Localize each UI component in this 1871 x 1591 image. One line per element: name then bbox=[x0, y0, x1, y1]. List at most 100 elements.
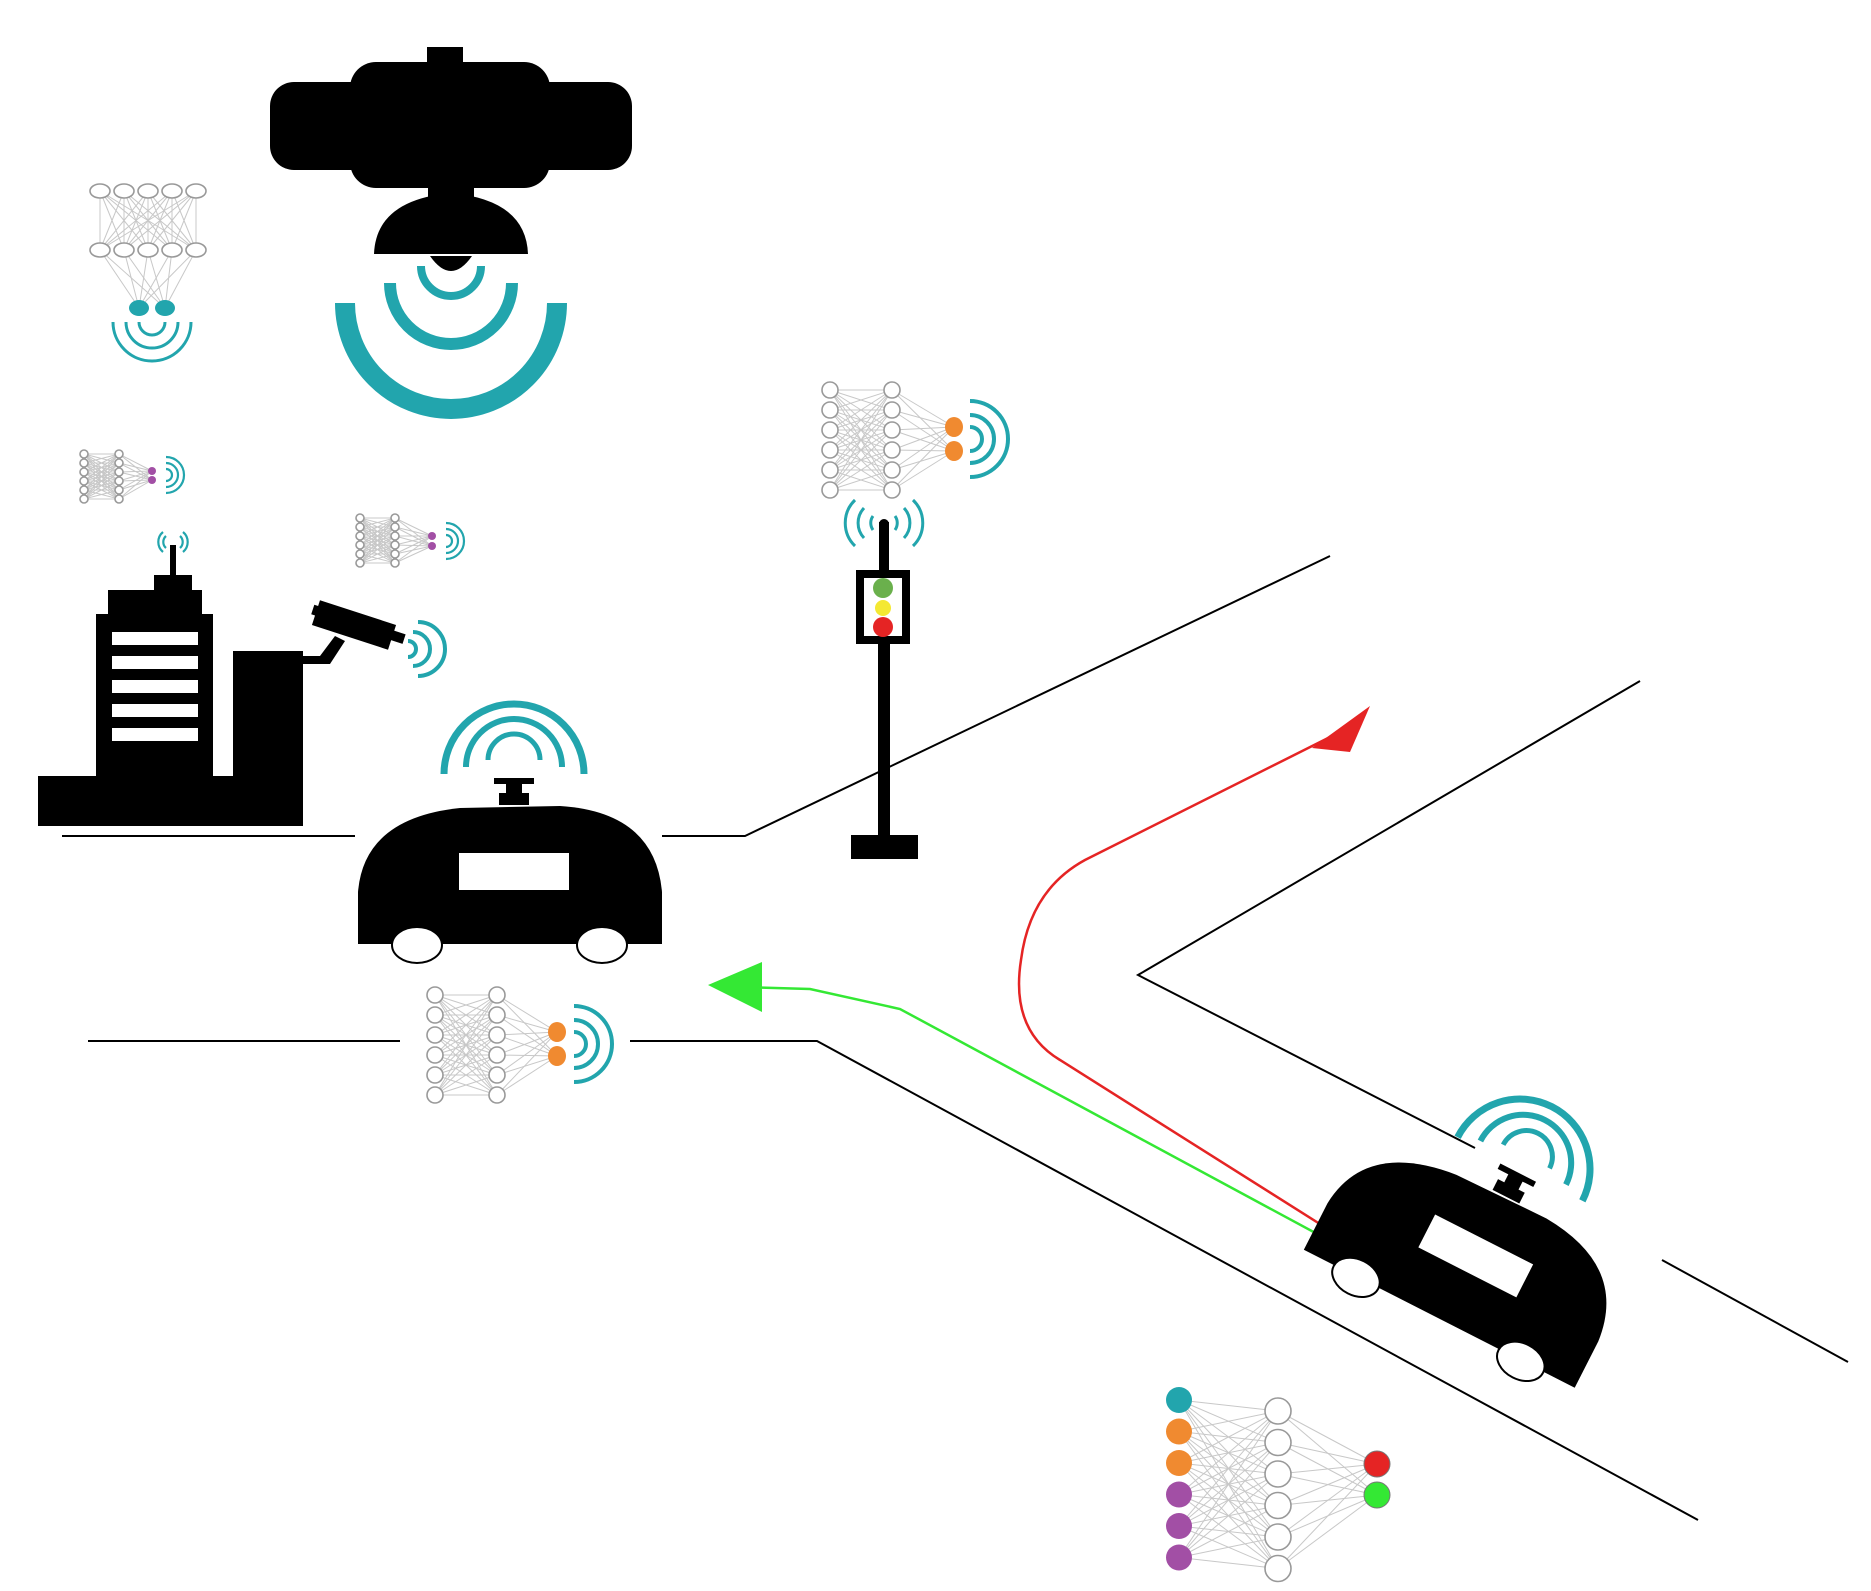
nn-node bbox=[821, 441, 839, 459]
nn-edge bbox=[1178, 1410, 1279, 1558]
nn-edge bbox=[359, 544, 396, 564]
nn-edge bbox=[138, 249, 197, 309]
wave-arc bbox=[137, 321, 167, 337]
nn-node bbox=[883, 401, 901, 419]
wave-arc bbox=[445, 533, 454, 549]
nn-edge bbox=[394, 545, 433, 564]
vehicle-decision-neural-network-icon bbox=[1166, 1387, 1391, 1583]
nn-node bbox=[821, 381, 839, 399]
road bbox=[62, 555, 1849, 1521]
nn-edge bbox=[83, 462, 120, 500]
nn-node bbox=[426, 1026, 444, 1044]
nn-edge bbox=[434, 994, 498, 1036]
nn-hidden-node bbox=[1264, 1460, 1292, 1488]
routes bbox=[708, 706, 1370, 1252]
nn-edge bbox=[1178, 1410, 1279, 1432]
nn-edge bbox=[394, 517, 433, 537]
nn-output-node bbox=[148, 476, 156, 484]
nn-edge bbox=[829, 389, 893, 451]
nn-edge bbox=[118, 453, 153, 472]
nn-edge bbox=[99, 190, 125, 251]
nn-edge bbox=[1178, 1399, 1279, 1412]
wave-arc bbox=[573, 1030, 588, 1058]
wave-arc bbox=[165, 461, 180, 489]
nn-input-node bbox=[1166, 1544, 1192, 1571]
nn-edge bbox=[359, 517, 396, 564]
nn-node bbox=[79, 458, 89, 468]
nn-edge bbox=[118, 462, 153, 472]
nn-output-node bbox=[1363, 1481, 1391, 1509]
nn-node bbox=[390, 522, 400, 532]
nn-edge bbox=[147, 190, 197, 251]
nn-edge bbox=[83, 453, 120, 500]
nn-edge bbox=[1178, 1442, 1279, 1558]
nn-edge bbox=[164, 249, 173, 309]
nn-edge bbox=[1178, 1536, 1279, 1558]
vehicle-left-neural-network-icon bbox=[426, 986, 566, 1104]
nn-edge bbox=[496, 994, 558, 1057]
nn-node bbox=[355, 549, 365, 559]
nn-edge bbox=[83, 453, 120, 482]
building-antenna-signal-icon bbox=[157, 531, 189, 553]
nn-node bbox=[355, 522, 365, 532]
nn-edge bbox=[1277, 1463, 1378, 1506]
nn-node bbox=[114, 449, 124, 459]
nn-hidden-node bbox=[1264, 1523, 1292, 1551]
nn-edge bbox=[1178, 1505, 1279, 1558]
nn-edge bbox=[496, 1055, 558, 1096]
nn-edge bbox=[1178, 1410, 1279, 1464]
wave-arc bbox=[445, 527, 460, 555]
traffic-light-yellow bbox=[875, 600, 891, 616]
nn-edge bbox=[359, 535, 396, 564]
nn-edge bbox=[359, 517, 396, 555]
nn-hidden-node bbox=[1264, 1491, 1292, 1520]
nn-edge bbox=[123, 249, 166, 309]
nn-node bbox=[426, 1046, 444, 1064]
nn-node bbox=[883, 441, 901, 459]
green-route-arrowhead bbox=[708, 962, 762, 1012]
nn-edge bbox=[891, 426, 955, 471]
nn-node bbox=[488, 1046, 506, 1064]
nn-node bbox=[883, 381, 901, 399]
nn-edge bbox=[99, 249, 166, 309]
nn-edge bbox=[891, 450, 955, 491]
nn-edge bbox=[829, 389, 893, 411]
nn-edge bbox=[99, 190, 197, 251]
nn-edge bbox=[123, 190, 197, 251]
nn-output-node bbox=[148, 467, 156, 475]
nn-edge bbox=[394, 526, 433, 537]
nn-edge bbox=[829, 389, 893, 431]
nn-edge bbox=[83, 489, 120, 500]
nn-output-node bbox=[548, 1022, 566, 1042]
nn-node bbox=[113, 242, 135, 258]
nn-edge bbox=[171, 190, 197, 251]
nn-edge bbox=[1277, 1463, 1378, 1538]
nn-edge bbox=[496, 1054, 558, 1057]
nn-edge bbox=[99, 190, 149, 251]
nn-edge bbox=[496, 1014, 558, 1033]
nn-edge bbox=[829, 389, 893, 491]
nn-output-node bbox=[155, 300, 175, 316]
nn-node bbox=[883, 481, 901, 499]
nn-edge bbox=[891, 389, 955, 452]
nn-edge bbox=[1277, 1463, 1378, 1569]
nn-edge bbox=[1178, 1557, 1279, 1569]
road-edge-corner bbox=[1135, 680, 1641, 1149]
nn-node bbox=[161, 242, 183, 258]
nn-node bbox=[89, 242, 111, 258]
nn-edge bbox=[434, 994, 498, 1096]
nn-edge bbox=[359, 526, 396, 564]
wave-arc bbox=[573, 1004, 614, 1084]
nn-edge bbox=[1178, 1473, 1279, 1558]
nn-edge bbox=[434, 994, 498, 1056]
nn-edge bbox=[394, 535, 433, 546]
nn-node bbox=[488, 1086, 506, 1104]
nn-node bbox=[390, 558, 400, 568]
nn-edge bbox=[118, 470, 153, 500]
vehicle-left-network-signal-icon bbox=[573, 1004, 614, 1084]
nn-node bbox=[114, 458, 124, 468]
nn-edge bbox=[496, 1031, 558, 1056]
nn-edge bbox=[1277, 1410, 1378, 1465]
nn-output-node bbox=[945, 441, 963, 461]
